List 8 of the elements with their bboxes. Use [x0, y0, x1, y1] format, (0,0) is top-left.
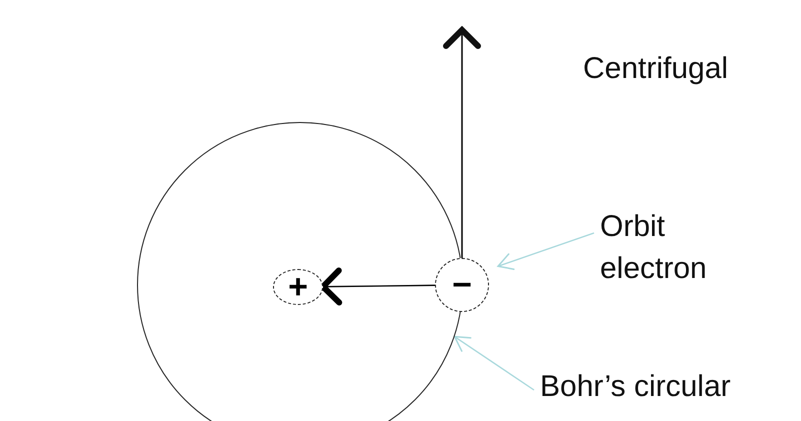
leader-line	[497, 232, 594, 270]
leader-line	[454, 336, 534, 391]
callout-label: Orbit electron	[600, 206, 750, 296]
callout-label: Bohr’s circular	[540, 366, 780, 410]
nucleus-charge: +	[273, 269, 323, 305]
electron-charge: −	[435, 258, 489, 312]
force-arrow	[320, 268, 435, 306]
force-label: Centrifugal	[583, 51, 728, 87]
